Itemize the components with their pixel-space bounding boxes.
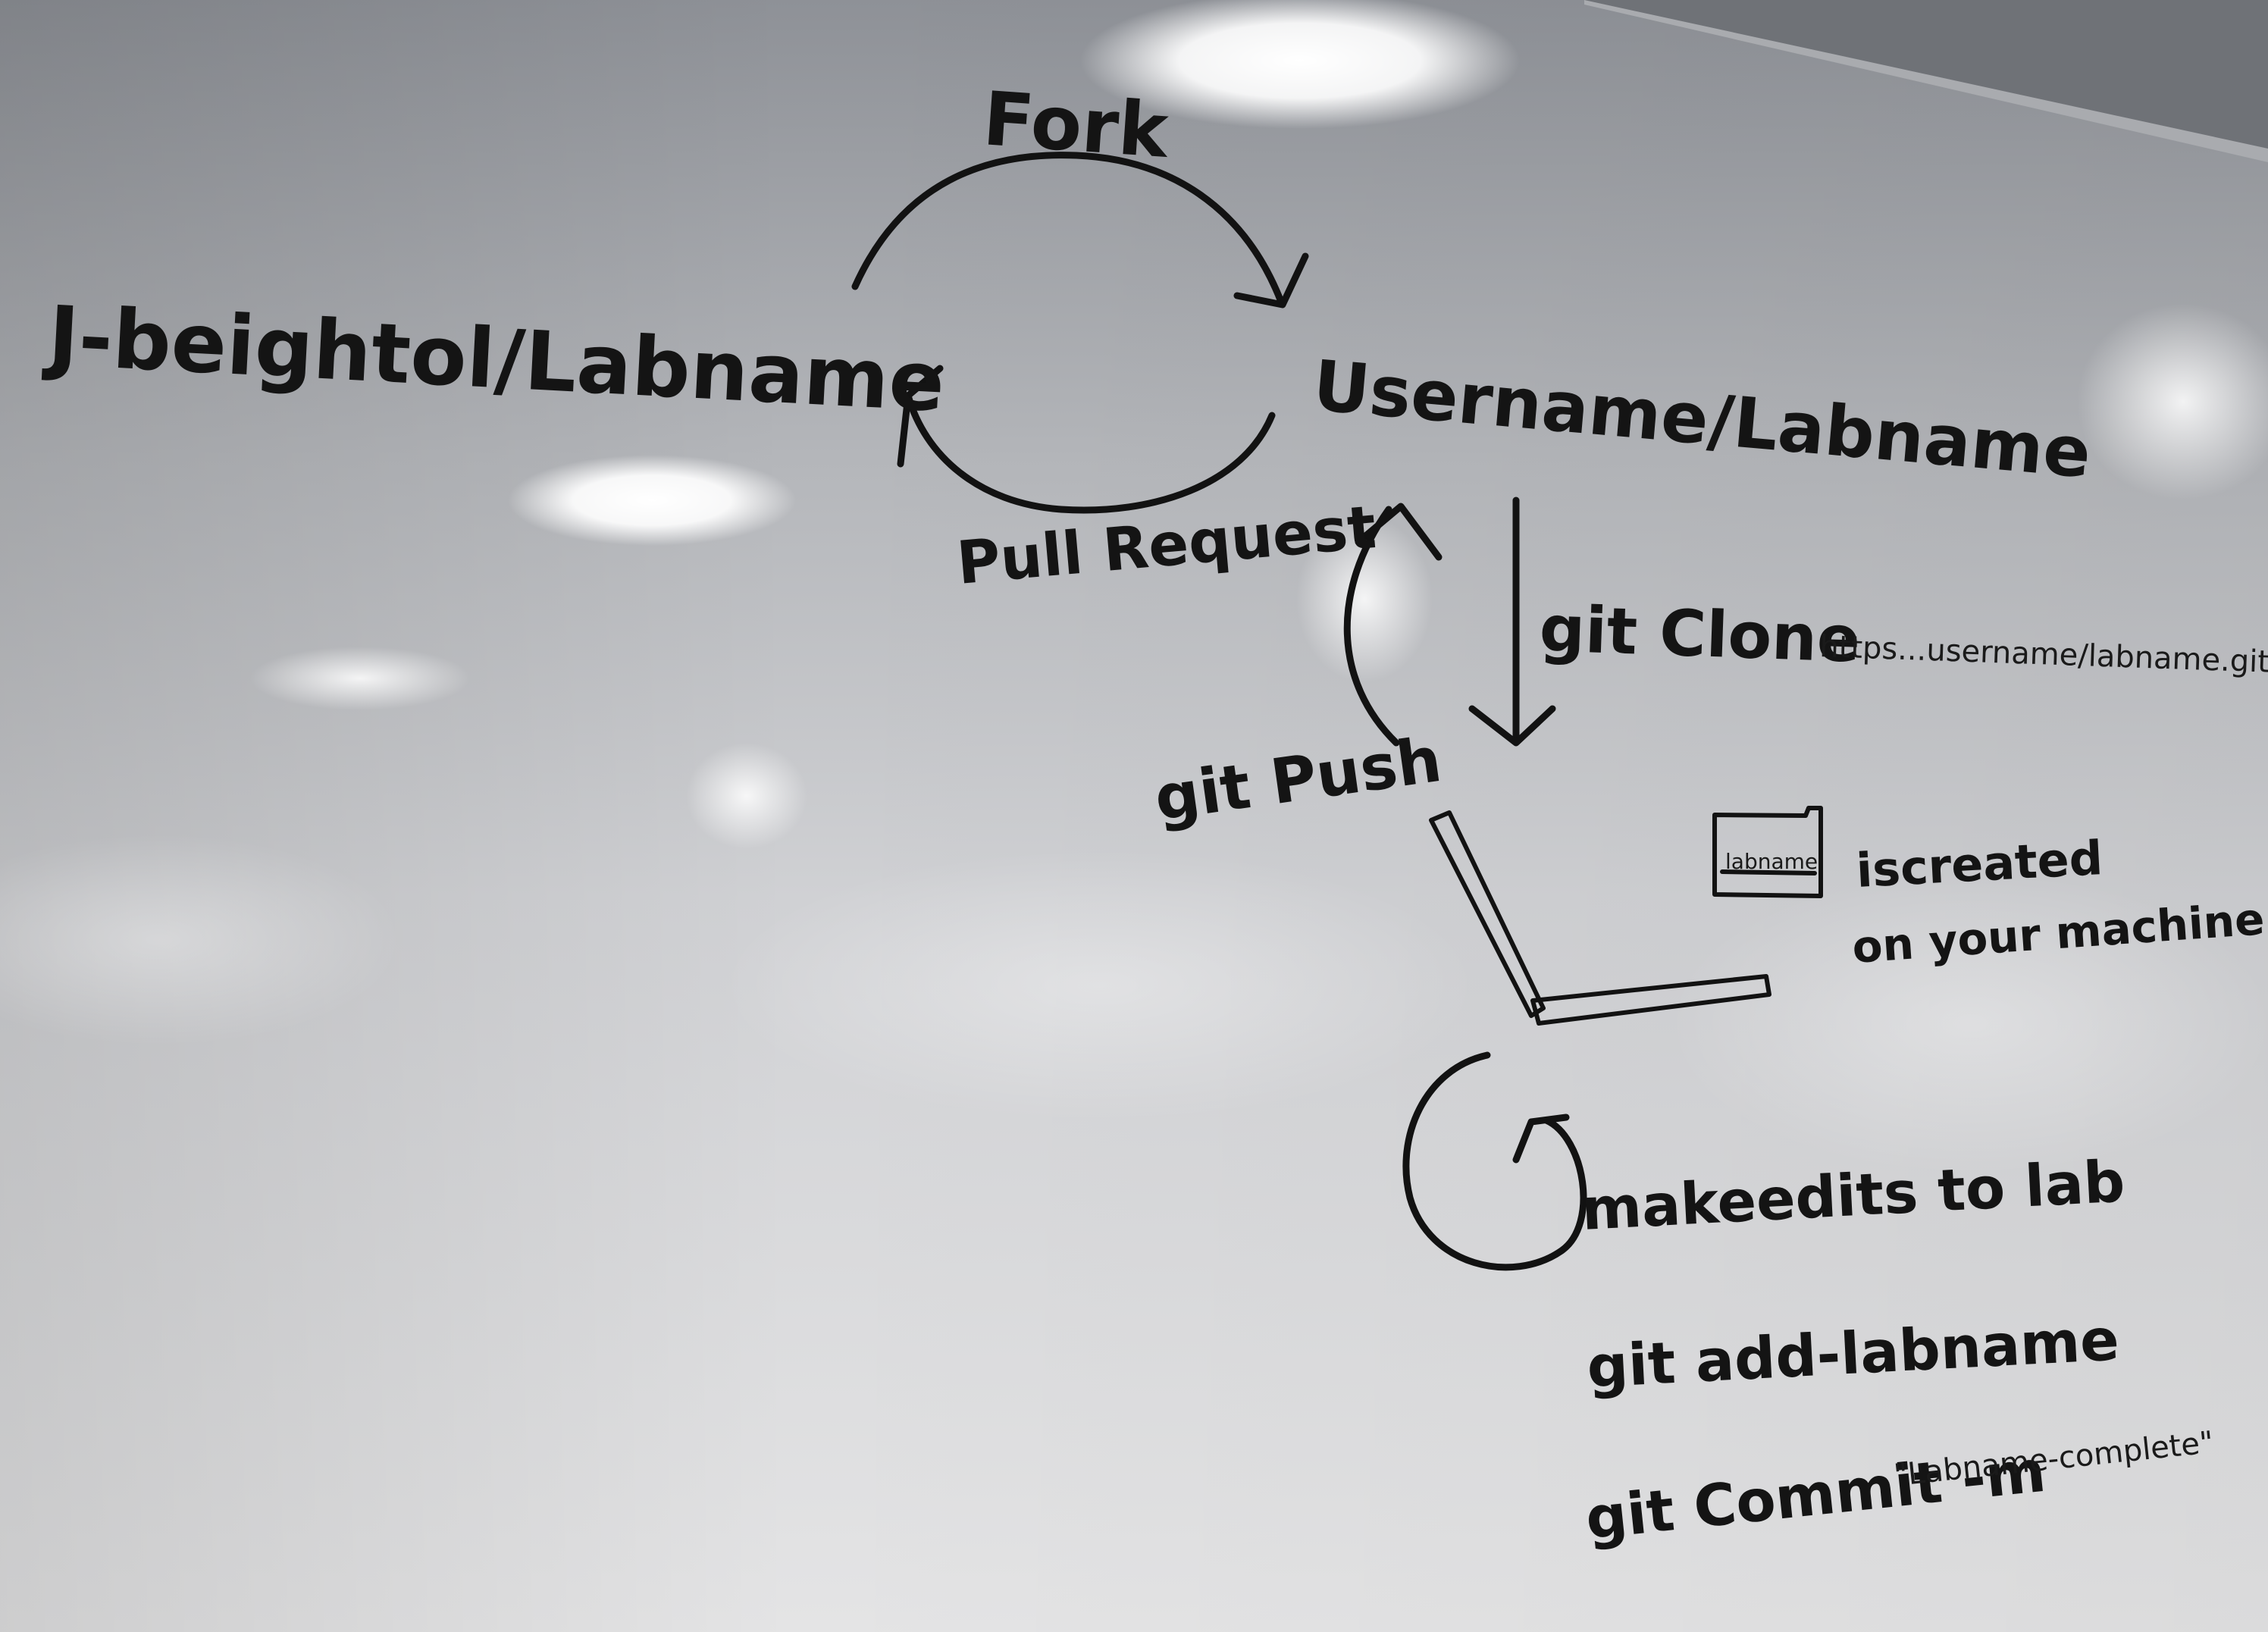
light-reflection — [686, 743, 807, 849]
clone-command-label: git Clone — [1538, 591, 1861, 677]
light-reflection — [1080, 0, 1520, 129]
laptop-icon — [1429, 810, 1771, 1026]
pull-request-arrow — [904, 392, 1276, 514]
folder-label: labname — [1725, 849, 1818, 874]
light-reflection — [2077, 303, 2268, 500]
light-reflection — [508, 455, 796, 546]
folder-icon — [1712, 806, 1823, 898]
light-reflection — [1296, 515, 1433, 682]
created-line1: iscreated — [1855, 830, 2104, 898]
fork-label: Fork — [980, 76, 1173, 175]
push-arrow — [1343, 506, 1400, 747]
fork-arrow — [851, 152, 1285, 305]
cycle-arrow-icon — [1402, 1051, 1587, 1271]
light-reflection — [250, 647, 470, 710]
